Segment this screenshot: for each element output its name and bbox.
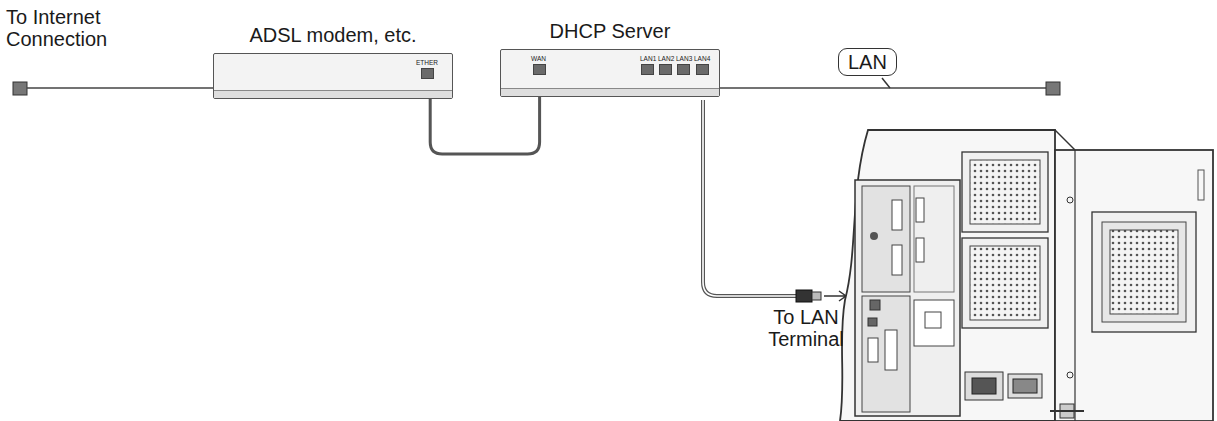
ethernet-cable [430,97,539,154]
ethernet-port [677,64,690,75]
callout-bubble: LAN [838,48,897,76]
port-label: LAN3 [676,55,692,62]
insert-arrow [824,291,846,301]
ethernet-port [659,64,672,75]
device-body: WAN LAN1LAN2LAN3LAN4 [500,49,720,97]
lan-cable-core [703,100,796,296]
port-label: LAN2 [658,55,674,62]
wall-socket [13,82,27,95]
lan-cable [703,100,796,296]
device-box: DHCP ServerWAN LAN1LAN2LAN3LAN4 [498,20,722,97]
internet-line [27,87,228,89]
port-label: LAN1 [640,55,656,62]
device-base [501,88,719,96]
lan-plug-tip [812,292,821,300]
bubble-pointer [882,78,890,88]
device-name: DHCP Server [498,20,722,42]
lan-line [718,87,1046,89]
port-label: LAN4 [694,55,710,62]
lan-plug [796,290,812,302]
ethernet-port [641,64,654,75]
device-box: ADSL modem, etc. ETHER [211,24,455,99]
ethernet-port [696,64,709,75]
port-label: WAN [531,55,546,62]
device-base [214,90,452,98]
note-label: To Internet Connection [6,6,176,50]
ethernet-port [421,68,434,79]
projector [840,130,1213,421]
note-label: To LAN Terminal [748,306,864,350]
lan-socket [1046,82,1060,95]
port-label: ETHER [416,59,438,66]
ethernet-port [533,64,546,75]
device-body: ETHER [213,53,453,99]
device-name: ADSL modem, etc. [211,24,455,46]
